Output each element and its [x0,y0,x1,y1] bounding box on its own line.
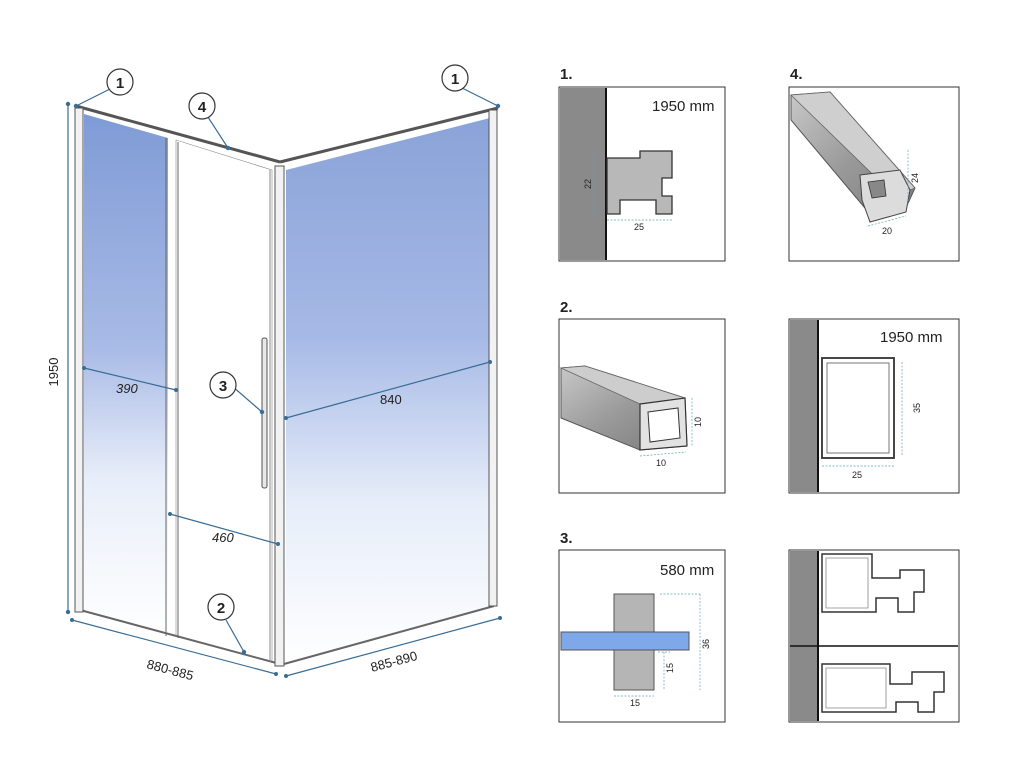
detail-1-length: 1950 mm [652,98,715,115]
detail-6-panel [788,549,960,723]
detail-2-header: 2. [560,299,573,316]
detail-3-dim-total: 36 [701,639,711,649]
detail-4-header: 4. [790,66,803,83]
detail-4-dim-w: 20 [882,226,892,236]
detail-3-length: 580 mm [660,562,714,579]
callout-4: 4 [188,92,216,120]
bottom-rail-side [283,605,495,665]
detail-3-header: 3. [560,530,573,547]
detail-5-dim-h: 35 [912,403,922,413]
detail-2-dim-h: 10 [693,417,703,427]
detail-3-dim-w: 15 [630,698,640,708]
detail-1-dim-w: 25 [634,222,644,232]
shower-drawing: 1950 390 460 840 880-885 885-890 1 1 4 3… [46,64,502,683]
bottom-rail-front [79,609,281,665]
sliding-door-glass [175,139,273,663]
detail-4-panel: 4. 24 20 [788,66,960,262]
detail-5-length: 1950 mm [880,329,943,346]
dim-front-width: 880-885 [145,656,195,683]
detail-1-panel: 1. 1950 mm 22 25 [558,66,726,262]
fixed-glass-left [84,114,168,636]
svg-text:1: 1 [116,75,124,92]
wall-profile-box [821,357,895,459]
dim-door: 460 [212,530,234,545]
callout-1-left: 1 [106,68,134,96]
wall-profile-left [74,107,84,613]
bottom-profile-section [821,663,945,713]
detail-1-header: 1. [560,66,573,83]
detail-5-panel: 1950 mm 35 25 [788,318,960,494]
callout-1-right: 1 [441,64,469,92]
detail-1-dim-h: 22 [583,179,593,189]
svg-text:4: 4 [198,99,207,116]
glass-section [560,631,690,651]
top-rail-front [75,104,281,164]
detail-3-panel: 3. 580 mm 36 15 15 [558,530,726,723]
corner-post [274,165,285,667]
wall [560,88,606,260]
dim-side: 840 [380,392,402,407]
svg-text:3: 3 [219,378,227,395]
detail-4-dim-h: 24 [910,173,920,183]
detail-2-panel: 2. 10 10 [558,299,726,494]
svg-text:1: 1 [451,71,459,88]
detail-5-dim-w: 25 [852,470,862,480]
dim-fixed-left: 390 [116,381,138,396]
top-profile-section [821,553,925,613]
wall [790,551,818,721]
detail-2-dim-w: 10 [656,458,666,468]
top-rail-side [279,106,499,164]
wall-profile-right [488,109,498,607]
wall [790,320,818,492]
dimension-lines [65,87,502,678]
side-glass-panel [286,118,490,664]
callout-3: 3 [209,371,237,399]
dim-height: 1950 [46,358,61,387]
callout-2: 2 [207,593,235,621]
detail-3-dim-h: 15 [665,663,675,673]
svg-text:2: 2 [217,600,225,617]
wall-profile-section [606,150,673,215]
